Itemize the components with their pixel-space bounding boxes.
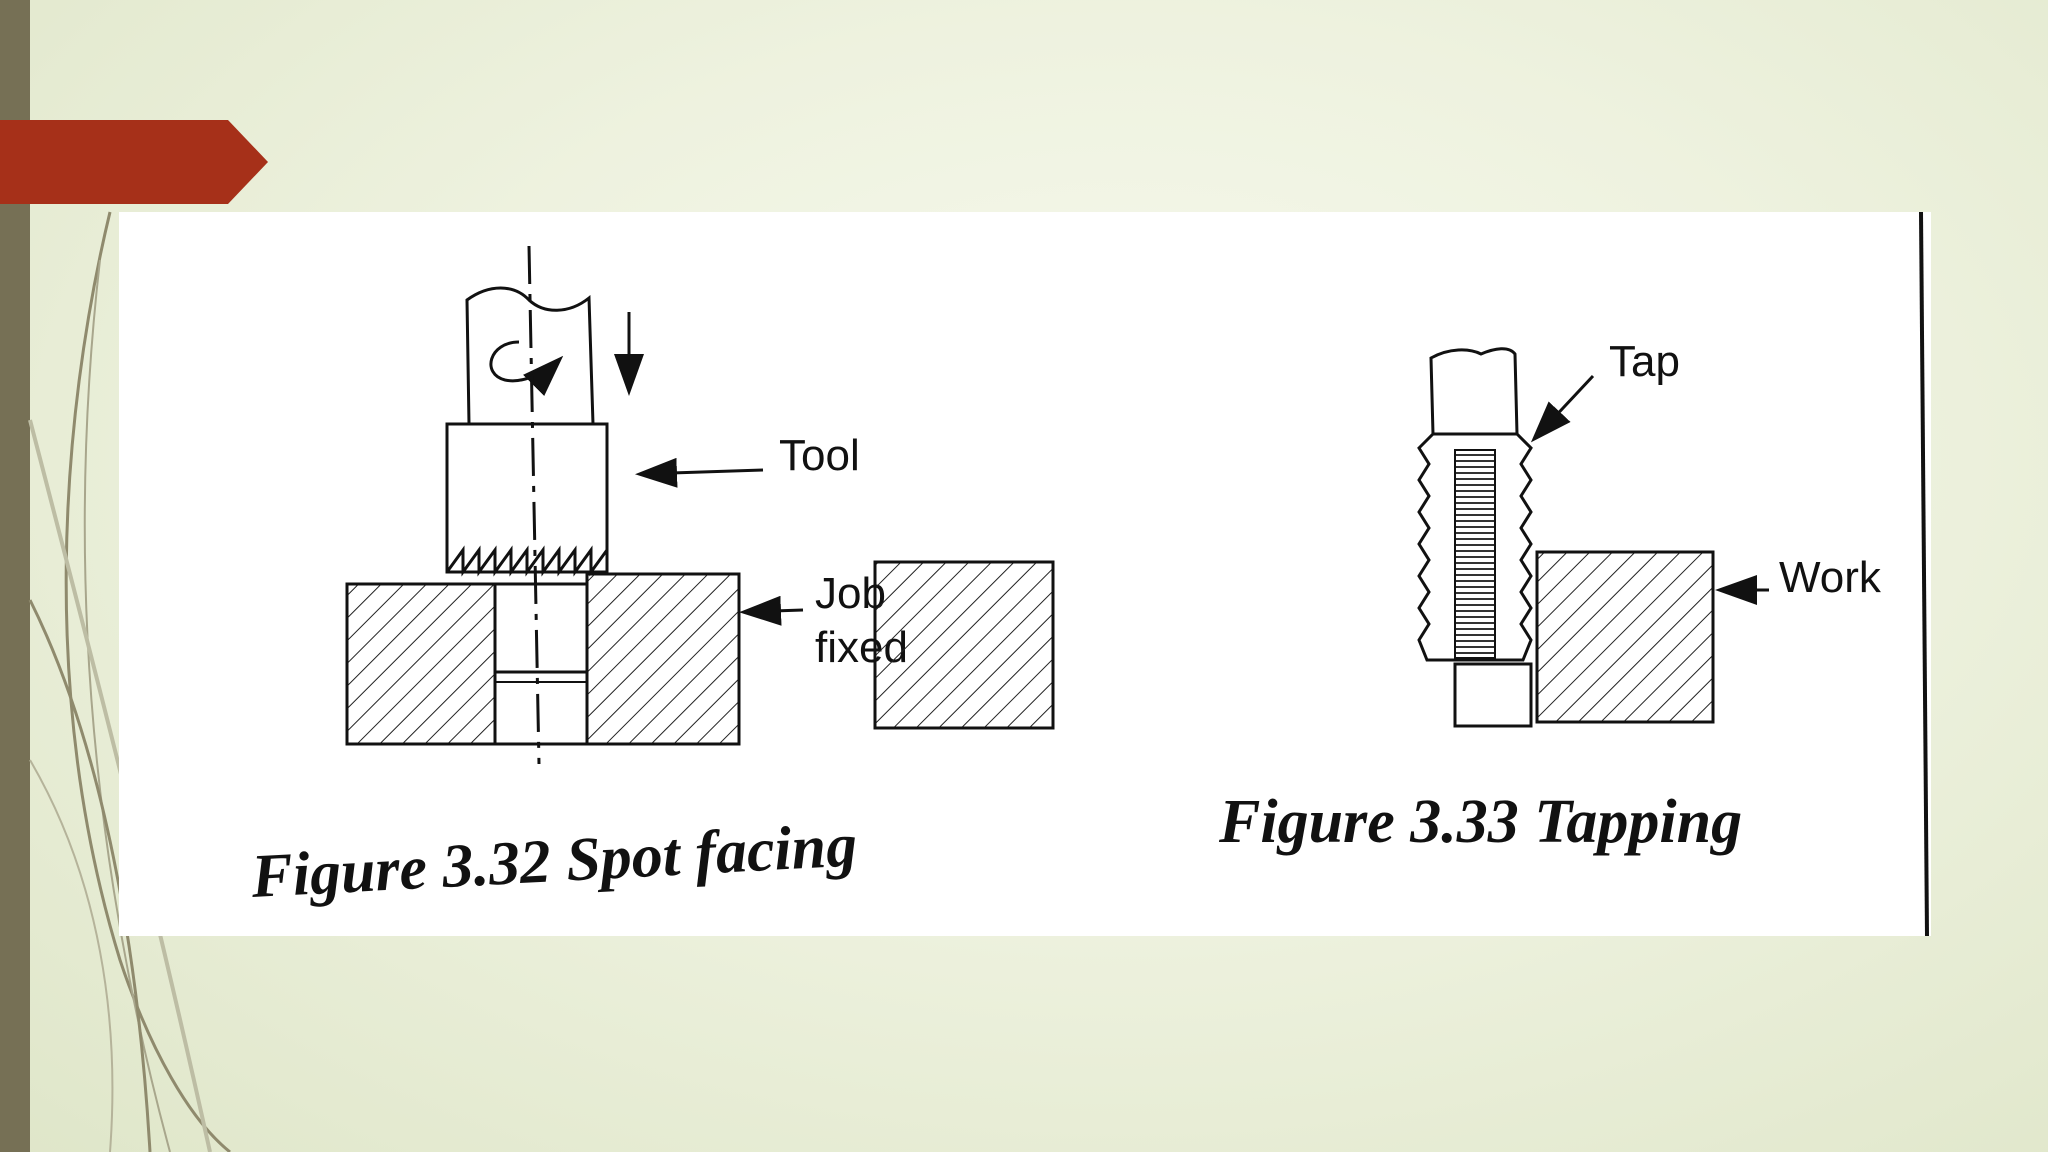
job-block-right — [585, 572, 741, 746]
label-work: Work — [1779, 553, 1882, 602]
label-tap: Tap — [1609, 337, 1680, 386]
rotation-arrow-icon — [489, 340, 564, 397]
title-accent-tab — [0, 120, 268, 204]
tap-flute — [1454, 449, 1496, 659]
label-tool: Tool — [779, 431, 860, 480]
tap-pointer-arrow — [1530, 374, 1595, 443]
caption-tapping: Figure 3.33 Tapping — [1218, 788, 1742, 856]
spot-facing-tool — [445, 422, 609, 574]
job-block-left — [345, 582, 497, 746]
tool-shank — [465, 286, 595, 426]
job-pointer-arrow — [739, 595, 804, 626]
tapping-figure: Tap Work Figure 3.33 Tapping — [873, 337, 1882, 856]
scan-edge-line — [1919, 212, 1929, 936]
work-block-left — [873, 560, 1055, 730]
tool-teeth — [445, 545, 609, 577]
job-hole — [493, 582, 589, 746]
spot-facing-center-line — [527, 245, 541, 765]
spot-facing-figure: Tool Job fixed Figure 3.32 Spot facing — [249, 245, 908, 911]
tool-pointer-arrow — [635, 457, 764, 488]
work-block-right — [1535, 550, 1715, 724]
figures-drawing: Tool Job fixed Figure 3.32 Spot facing — [249, 212, 1929, 936]
tap-shank — [1429, 347, 1519, 436]
caption-spot-facing: Figure 3.32 Spot facing — [249, 811, 859, 911]
figure-panel: Tool Job fixed Figure 3.32 Spot facing — [119, 212, 1931, 936]
